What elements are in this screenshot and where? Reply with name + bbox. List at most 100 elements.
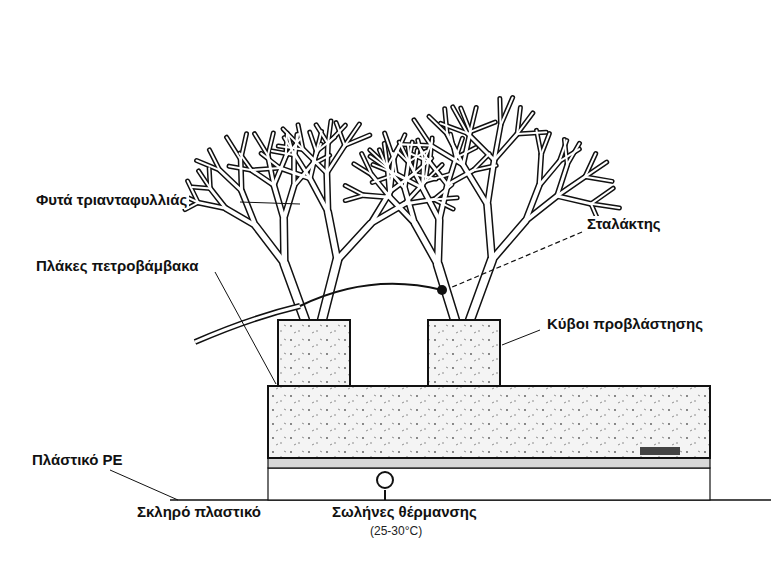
drip-line: [300, 284, 442, 306]
stem-stroke: [327, 144, 328, 173]
stem-stroke: [295, 135, 297, 156]
stem-stroke: [390, 197, 415, 223]
stem-stroke: [468, 133, 495, 160]
stem-stroke: [487, 205, 492, 260]
part-label: Σταλάκτης: [585, 216, 663, 233]
stem-stroke: [316, 125, 328, 144]
part-label: Πλάκες πετροβάμβακα: [34, 258, 200, 275]
stem-stroke: [274, 157, 286, 185]
stem-stroke: [402, 144, 431, 145]
stem-stroke: [197, 160, 220, 170]
leader-line: [240, 202, 300, 204]
stem-stroke: [423, 161, 424, 188]
stem-stroke: [517, 132, 546, 134]
stem-stroke: [501, 98, 513, 126]
stem-stroke: [517, 132, 546, 134]
stem-stroke: [517, 108, 520, 134]
stem-stroke: [591, 188, 613, 204]
stem-stroke: [463, 165, 487, 205]
stem-stroke: [354, 164, 372, 175]
stem-stroke: [418, 140, 424, 161]
leader-line: [502, 330, 540, 345]
stem-stroke: [241, 134, 247, 160]
stem-stroke: [337, 224, 370, 260]
drip-tube: [195, 306, 300, 342]
stem-stroke: [328, 212, 337, 260]
stem-stroke: [463, 165, 487, 205]
stem-stroke: [310, 179, 328, 213]
dripper: [437, 285, 447, 295]
stem-stroke: [239, 160, 243, 191]
stem-stroke: [439, 185, 447, 220]
stem-stroke: [470, 122, 495, 132]
stem-stroke: [370, 150, 388, 167]
stem-stroke: [461, 108, 470, 132]
leader-line: [110, 470, 178, 500]
stem-stroke: [463, 132, 470, 165]
stem-stroke: [396, 174, 422, 188]
stem-stroke: [501, 98, 513, 126]
slab-mark: [640, 447, 680, 455]
stem-stroke: [274, 185, 284, 219]
leader-line: [215, 272, 276, 384]
stem-stroke: [492, 221, 526, 260]
part-label: Σκληρό πλαστικό: [135, 504, 263, 521]
stem-stroke: [557, 165, 567, 196]
stem-stroke: [252, 168, 280, 170]
stem-stroke: [415, 223, 438, 264]
stem-stroke: [255, 134, 268, 156]
stem-stroke: [463, 132, 470, 165]
stem-stroke: [345, 124, 360, 145]
leader-line: [450, 232, 582, 288]
stem-stroke: [438, 265, 455, 320]
stem-stroke: [525, 186, 539, 221]
stem-stroke: [539, 162, 559, 186]
stem-stroke: [541, 134, 549, 155]
stem-stroke: [492, 221, 526, 260]
stem-stroke: [591, 204, 619, 208]
stem-stroke: [284, 186, 294, 220]
stem-stroke: [310, 132, 317, 151]
stem-stroke: [468, 133, 495, 160]
stem-stroke: [591, 204, 619, 208]
stem-stroke: [405, 162, 409, 189]
stem-stroke: [295, 135, 297, 156]
stem-stroke: [470, 260, 492, 320]
stem-stroke: [256, 226, 285, 264]
stem-stroke: [539, 155, 541, 186]
stem-stroke: [447, 158, 455, 185]
stem-stroke: [470, 260, 492, 320]
pipe-support: [384, 490, 386, 500]
stem-stroke: [537, 130, 542, 154]
stem-stroke: [345, 186, 363, 196]
heating-pipe: [377, 472, 393, 488]
stem-stroke: [423, 188, 440, 220]
stem-stroke: [280, 168, 310, 179]
part-label: Κύβοι προβλάστησης: [545, 316, 705, 333]
stem-stroke: [415, 223, 438, 264]
stem-stroke: [345, 195, 363, 200]
stem-stroke: [272, 151, 295, 155]
stem-stroke: [414, 120, 431, 145]
propagation-cube: [428, 320, 500, 386]
stem-stroke: [470, 107, 476, 131]
stem-stroke: [241, 134, 247, 160]
stem-stroke: [487, 160, 494, 205]
stem-stroke: [423, 188, 440, 220]
part-label: Πλάστικό PE: [30, 452, 125, 469]
stem-stroke: [227, 137, 241, 159]
stem-stroke: [494, 125, 500, 160]
stem-stroke: [252, 170, 274, 185]
stem-stroke: [430, 162, 448, 184]
stem-stroke: [364, 195, 390, 197]
stem-stroke: [470, 107, 476, 131]
part-label: Σωλήνες θέρμανσης: [330, 504, 479, 521]
stem-stroke: [261, 153, 280, 168]
stem-stroke: [405, 162, 409, 189]
temperature-note: (25-30°C): [368, 525, 424, 538]
stem-stroke: [327, 144, 328, 173]
stem-stroke: [322, 260, 337, 320]
stem-stroke: [402, 144, 431, 145]
stem-stroke: [345, 186, 363, 196]
